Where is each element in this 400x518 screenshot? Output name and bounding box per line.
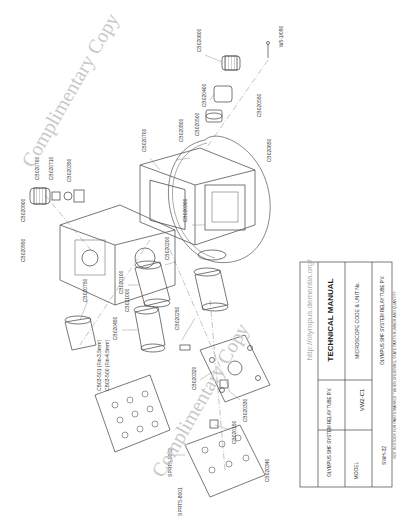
title-cell: VW2-C1 <box>359 389 365 412</box>
part-number: CB020750 <box>83 278 88 302</box>
part-number: CB020950 <box>21 238 26 262</box>
part-number: CB020700 <box>142 128 147 152</box>
part-number: CB020650 <box>267 138 272 162</box>
part-number: CB020550 <box>257 93 262 117</box>
footer-note: NOT IN STOCK FOR PARTS MARKED * WHEN ORD… <box>394 291 398 459</box>
part-number: CB020800 <box>179 118 184 142</box>
title-text: TECHNICAL MANUAL <box>327 279 335 362</box>
title-cell: MODEL <box>355 461 360 479</box>
title-cell: OLYMPUS SHF SYSTEM RELAY TUBE P.V. <box>382 275 387 364</box>
title-cell: SWH-32 <box>382 446 387 465</box>
part-number: CB020350 <box>67 158 72 182</box>
part-note: CB03-501 (Fin-3.5mm) <box>97 339 102 390</box>
part-note: CB03-500 (Fin-4.5mm) <box>105 339 110 390</box>
part-number: CB020900 <box>21 198 26 222</box>
part-number: SPRT5-8001 <box>177 487 182 516</box>
part-number: CB020400 <box>202 83 207 107</box>
watermark: Complimentary Copy <box>148 320 252 481</box>
part-number: CB021000 <box>125 288 130 312</box>
title-cell: MICROSCOPE CODE & UNIT No. <box>355 282 360 359</box>
part-number: W5-1/090 <box>280 25 285 47</box>
part-number: CB020500 <box>195 112 200 136</box>
part-number: CB020450 <box>113 316 118 340</box>
part-number: CB020600 <box>197 28 202 52</box>
part-number: CB020250 <box>175 306 180 330</box>
part-number: CB020710 <box>49 156 54 180</box>
part-number: CB020340 <box>265 458 270 482</box>
part-number: CB020150 <box>232 420 237 444</box>
watermark-url: http://olympus.dementia.org/ <box>306 260 314 361</box>
watermark: Complimentary Copy <box>18 10 122 171</box>
title-cell: OLYMPUS SHF SYSTEM RELAY TUBE P.V. <box>329 387 334 476</box>
part-number: CB020200 <box>165 236 170 260</box>
part-number: CB020300 <box>183 198 188 222</box>
part-number: CB020330 <box>243 398 248 422</box>
part-number: CB020100 <box>119 270 124 294</box>
